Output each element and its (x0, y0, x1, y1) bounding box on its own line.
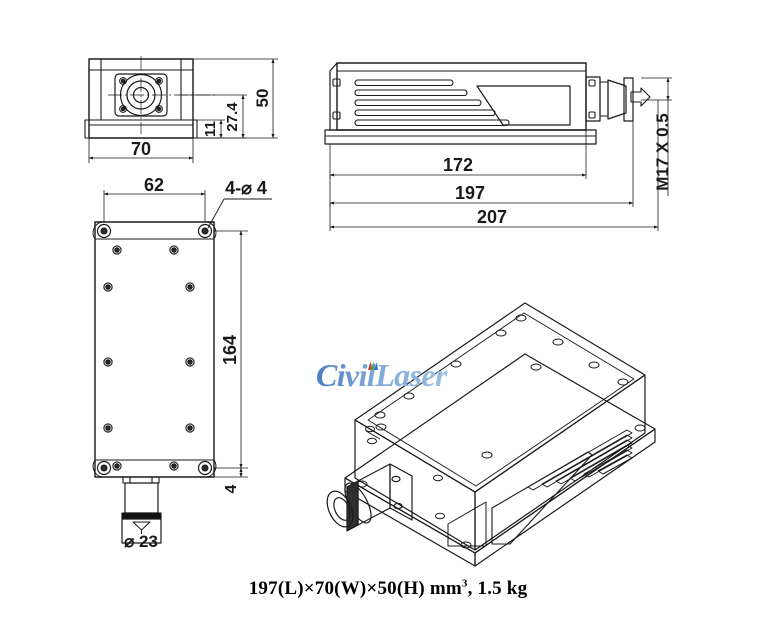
dim-70 (88, 138, 194, 163)
cover-screw-pattern (103, 245, 195, 471)
hole-callout-4-dia-4: 4-⌀ 4 (225, 178, 267, 198)
thread-callout-m17: M17 X 0.5 (653, 113, 672, 191)
dim-11 (193, 119, 225, 139)
view-side-elevation: 172 197 207 (324, 62, 672, 231)
dim-172 (329, 130, 587, 179)
iso-end-face (354, 419, 476, 551)
dim-label-70: 70 (131, 139, 151, 159)
connector-callout-dia-23: ⌀ 23 (124, 532, 158, 551)
view-front-elevation: 50 27.4 11 (84, 56, 278, 163)
dim-label-4: 4 (223, 484, 240, 493)
iso-base-front (474, 428, 656, 567)
iso-bevel-panel (491, 451, 593, 545)
adjust-knob-icon (630, 87, 651, 107)
side-end-bolts (332, 78, 341, 120)
dim-thread-m17 (641, 77, 672, 196)
iso-top-screws (374, 314, 629, 459)
heat-sink-fins (354, 79, 510, 127)
mounting-holes (92, 221, 217, 478)
view-plan: ⌀ 23 62 4-⌀ 4 (92, 175, 272, 551)
bevel-panel (476, 85, 571, 126)
dim-197 (329, 121, 634, 207)
dim-label-11: 11 (202, 121, 219, 137)
drawing-caption: 197(L)×70(W)×50(H) mm3, 1.5 kg (0, 578, 776, 600)
dim-label-207: 207 (477, 207, 507, 227)
dim-62 (103, 190, 206, 222)
hole-callout-leader (207, 198, 272, 229)
iso-front-face (474, 374, 646, 551)
dim-label-164: 164 (220, 335, 240, 365)
dim-4 (214, 467, 248, 478)
caption-text: 197(L)×70(W)×50(H) mm3, 1.5 kg (248, 578, 528, 600)
dim-dia-23 (121, 527, 162, 543)
dim-label-50: 50 (253, 89, 272, 108)
dim-label-197: 197 (455, 183, 485, 203)
iso-output-barrel (326, 463, 413, 532)
dim-207 (329, 100, 659, 231)
dim-label-27-4: 27.4 (224, 102, 241, 132)
dim-label-172: 172 (443, 155, 473, 175)
output-barrel (585, 76, 651, 122)
iso-base-top (344, 353, 656, 554)
view-isometric (326, 302, 656, 567)
dim-label-62: 62 (144, 175, 164, 195)
